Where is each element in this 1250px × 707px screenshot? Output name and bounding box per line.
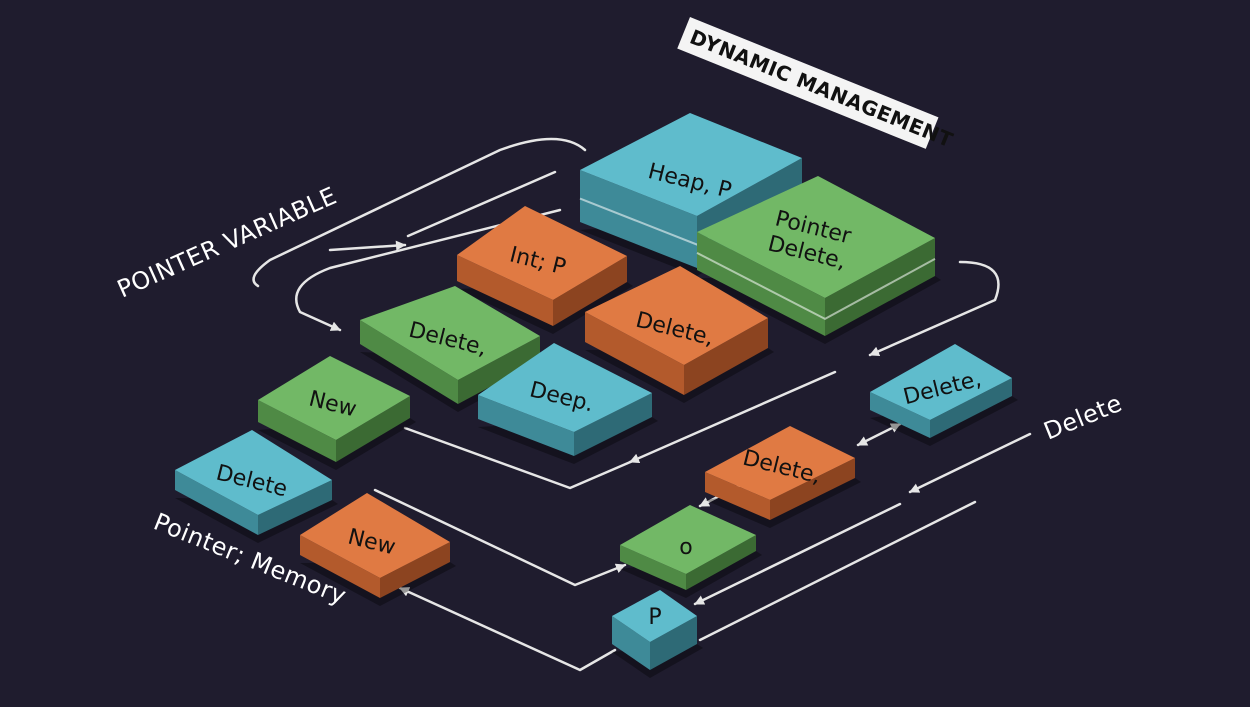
block-face-right	[380, 542, 450, 598]
block-face-left	[697, 232, 825, 336]
block-face-left	[258, 400, 336, 462]
block-face-left	[457, 255, 553, 326]
flow-arrow-right-loop	[868, 260, 1000, 357]
flow-line-under-blocks	[403, 426, 637, 490]
block-face-top	[478, 343, 652, 432]
flow-arrow-double	[856, 422, 902, 447]
block-label: o	[679, 535, 692, 560]
block-face-left	[705, 472, 770, 520]
block-face-right	[825, 238, 935, 336]
block-face-right	[553, 256, 627, 326]
block-face-left	[870, 392, 930, 438]
block-p-teal: P	[612, 590, 703, 678]
block-face-top	[612, 590, 697, 642]
block-face-top	[585, 266, 768, 365]
flow-arrow-pointer-variable	[406, 170, 557, 238]
block-face-right	[574, 393, 652, 456]
block-face-top	[580, 113, 802, 216]
block-face-right	[336, 396, 410, 462]
label-delete: Delete	[1040, 389, 1126, 446]
block-face-left	[478, 395, 574, 456]
block-face-left	[175, 470, 258, 535]
flow-arrow-loop-top	[252, 137, 587, 288]
block-delete-teal-left: Delete	[175, 430, 338, 543]
block-new-green: New	[258, 356, 416, 470]
block-face-right	[458, 336, 540, 404]
flow-arrow-to-p	[693, 502, 902, 606]
block-face-left	[300, 535, 380, 598]
flow-arrow-middle	[628, 370, 837, 464]
block-new-orange: New	[300, 493, 456, 606]
title-banner-card	[677, 17, 939, 149]
block-face-right	[770, 458, 855, 520]
block-face-left	[360, 320, 458, 404]
flow-arrow-to-delete-green	[295, 208, 562, 332]
block-face-top	[457, 206, 627, 300]
block-o-green: o	[620, 505, 762, 598]
flow-arrow-into-int	[328, 240, 407, 252]
block-face-left	[580, 170, 697, 268]
flow-arrow-return-left	[398, 586, 617, 672]
block-deep: Deep.	[478, 343, 658, 464]
block-face-left	[620, 545, 686, 590]
block-face-left	[612, 616, 650, 670]
block-face-top	[258, 356, 410, 440]
block-delete-teal-right: Delete,	[870, 344, 1018, 446]
block-face-right	[686, 535, 756, 590]
block-face-right	[258, 480, 332, 535]
block-face-left	[585, 312, 684, 395]
block-face-top	[175, 430, 332, 515]
block-label: P	[648, 605, 661, 630]
block-face-right	[650, 616, 697, 670]
block-pointer-delete: PointerDelete,	[696, 176, 941, 344]
block-delete-green: Delete,	[360, 286, 546, 412]
block-face-top	[620, 505, 756, 574]
block-face-top	[705, 426, 855, 500]
block-int-p: Int; P	[457, 206, 633, 334]
block-stripe	[696, 252, 936, 321]
block-face-top	[300, 493, 450, 578]
block-face-top	[870, 344, 1012, 420]
block-delete-orange-mid: Delete,	[585, 266, 774, 403]
flow-arrow-delete-label	[908, 432, 1032, 494]
connector-lines	[252, 137, 1032, 672]
block-face-right	[684, 318, 768, 395]
flow-line-left-to-o	[373, 488, 627, 587]
block-delete-orange-right: Delete,	[705, 426, 861, 528]
block-face-top	[360, 286, 540, 380]
block-face-top	[697, 176, 935, 298]
block-face-right	[930, 378, 1012, 438]
flow-line-bottom-right	[698, 500, 977, 642]
